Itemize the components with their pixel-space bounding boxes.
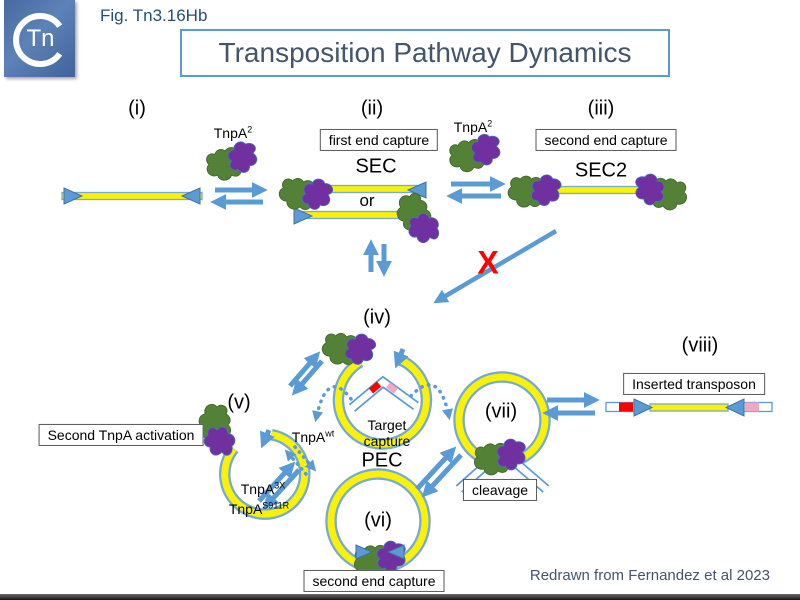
- cleavage-box: cleavage: [462, 478, 538, 502]
- blocked-x-mark: X: [477, 244, 499, 281]
- inserted-transposon-box: Inserted transposon: [623, 372, 765, 396]
- tnpa2-label-left: TnpA2: [213, 124, 253, 141]
- figure-number-label: Fig. Tn3.16Hb: [100, 6, 208, 25]
- or-label: or: [359, 191, 375, 211]
- dna-linear-ii-bottom: [293, 207, 401, 225]
- stage-label-iv: (iv): [363, 306, 391, 329]
- stage-label-v: (v): [227, 391, 251, 414]
- blocked-pathway-arrow: [433, 229, 558, 304]
- credit-text: Redrawn from Fernandez et al 2023: [529, 567, 770, 584]
- logo-tn-text: Tn: [26, 24, 55, 52]
- second-tnpa-activation-box: Second TnpA activation: [38, 423, 204, 447]
- window-bottom-edge: [0, 594, 800, 600]
- tnpa-s911r-label: TnpAS911R: [228, 500, 290, 517]
- equilibrium-arrows-ii-iii: [446, 175, 506, 205]
- tnpa-3x-label: TnpA3X: [240, 480, 286, 497]
- first-end-capture-box: first end capture: [319, 128, 439, 152]
- dotted-equilibrium-arrows-tnpa-wt: [284, 445, 317, 476]
- tnpa-protein-sec-bottom: [391, 187, 444, 249]
- dna-end-triangles-vi: [355, 544, 405, 560]
- equilibrium-arrows-v-vi: [257, 461, 301, 510]
- dotted-target-capture-arrows: [312, 383, 453, 423]
- stage-label-vi: (vi): [364, 509, 392, 532]
- second-end-capture-top-box: second end capture: [535, 128, 677, 152]
- tn-central-logo: Tn: [4, 0, 75, 77]
- equilibrium-arrows-iv-v: [288, 351, 324, 396]
- target-dna-bent: [348, 375, 419, 412]
- equilibrium-arrows-ii-iv: [362, 239, 393, 277]
- tnpa-protein-free-left: [203, 139, 260, 183]
- tnpa-wt-label: TnpAwt: [291, 428, 335, 445]
- stage-label-i: (i): [128, 97, 146, 120]
- equilibrium-arrows-vii-viii: [542, 391, 600, 422]
- tnpa-protein-sec-top: [275, 169, 336, 219]
- tnpa-protein-free-right: [447, 132, 503, 174]
- sec-label: SEC: [355, 155, 397, 178]
- stage-label-iii: (iii): [587, 97, 615, 120]
- tnpa-protein-sec2-left: [505, 168, 563, 214]
- stage-label-viii: (viii): [681, 334, 719, 357]
- dna-inserted-transposon-viii: [605, 398, 773, 417]
- page-title: Transposition Pathway Dynamics: [180, 29, 670, 77]
- pec-label: PEC: [361, 449, 403, 472]
- sec2-label: SEC2: [574, 159, 628, 182]
- equilibrium-arrows-i-ii: [210, 181, 268, 211]
- tnpa2-label-right: TnpA2: [453, 118, 493, 135]
- equilibrium-arrows-vi-vii: [415, 446, 463, 498]
- dna-linear-i: [61, 187, 203, 205]
- c-ring-icon: [13, 13, 63, 67]
- circle-dna-v: [219, 429, 311, 520]
- stage-label-ii: (ii): [360, 97, 384, 120]
- tnpa-protein-sec2-right: [635, 173, 688, 211]
- second-end-capture-bottom-box: second end capture: [303, 569, 445, 593]
- stage-label-vii: (vii): [484, 400, 518, 423]
